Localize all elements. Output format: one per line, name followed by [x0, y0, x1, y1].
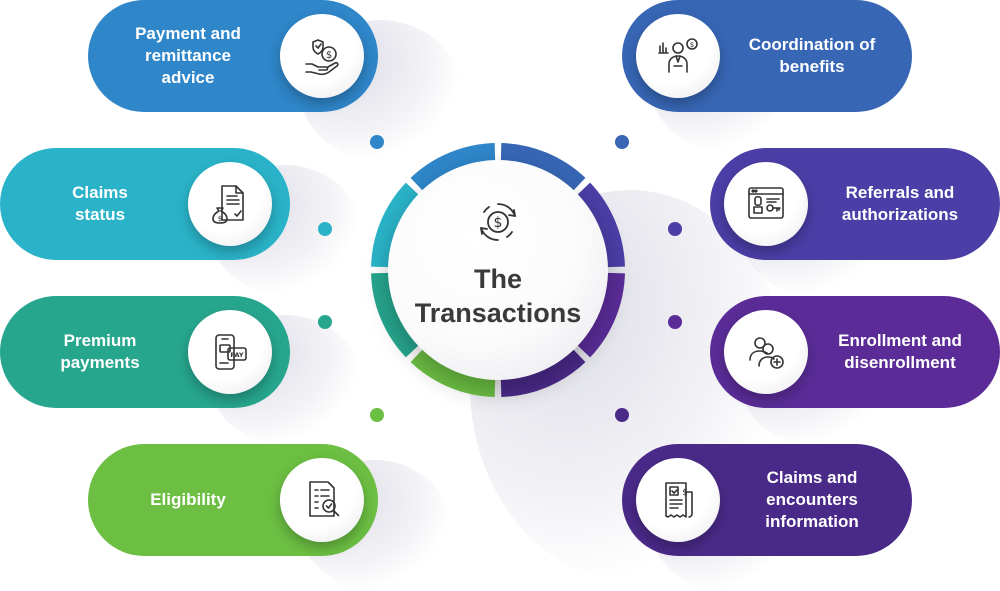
dot-indigo: [668, 222, 682, 236]
pill-label: Claims and encounters information: [765, 468, 859, 531]
dot-teal: [318, 315, 332, 329]
dot-cyan: [318, 222, 332, 236]
hand-dollar-shield-icon: $: [280, 14, 364, 98]
pill-label: Eligibility: [150, 490, 226, 509]
users-add-icon: [724, 310, 808, 394]
ring-segment: [576, 182, 625, 268]
pill-label: Coordination of benefits: [748, 35, 876, 76]
invoice-dollar-icon: $: [636, 458, 720, 542]
svg-text:PAY: PAY: [230, 351, 244, 359]
svg-text:$: $: [682, 488, 688, 498]
svg-text:$: $: [494, 215, 503, 231]
dot-green: [370, 408, 384, 422]
center-title: The Transactions: [414, 264, 582, 328]
document-money-bag-icon: $: [188, 162, 272, 246]
browser-key-icon: [724, 162, 808, 246]
svg-text:$: $: [326, 50, 332, 61]
pill-label: Referrals and authorizations: [841, 183, 959, 224]
svg-text:$: $: [690, 41, 694, 49]
businessman-chart-icon: $: [636, 14, 720, 98]
mobile-pay-icon: PAY: [188, 310, 272, 394]
pill-label: Payment and remittance advice: [135, 24, 241, 87]
pill-label: Premium payments: [60, 331, 140, 372]
svg-text:$: $: [218, 215, 222, 223]
ring-segment: [500, 143, 586, 192]
dot-purple: [615, 408, 629, 422]
pill-label: Enrollment and disenrollment: [838, 331, 962, 372]
dollar-cycle-icon: $: [474, 198, 522, 246]
dot-violet: [668, 315, 682, 329]
pill-label: Claims status: [72, 183, 128, 224]
ring-segment: [371, 182, 420, 268]
ring-segment: [500, 348, 586, 397]
checklist-magnifier-icon: [280, 458, 364, 542]
dot-navy: [615, 135, 629, 149]
ring-segment: [576, 272, 625, 358]
ring-segment: [410, 143, 496, 192]
ring-segment: [371, 272, 420, 358]
dot-blue: [370, 135, 384, 149]
center-circle: [388, 160, 608, 380]
ring-segment: [410, 348, 496, 397]
